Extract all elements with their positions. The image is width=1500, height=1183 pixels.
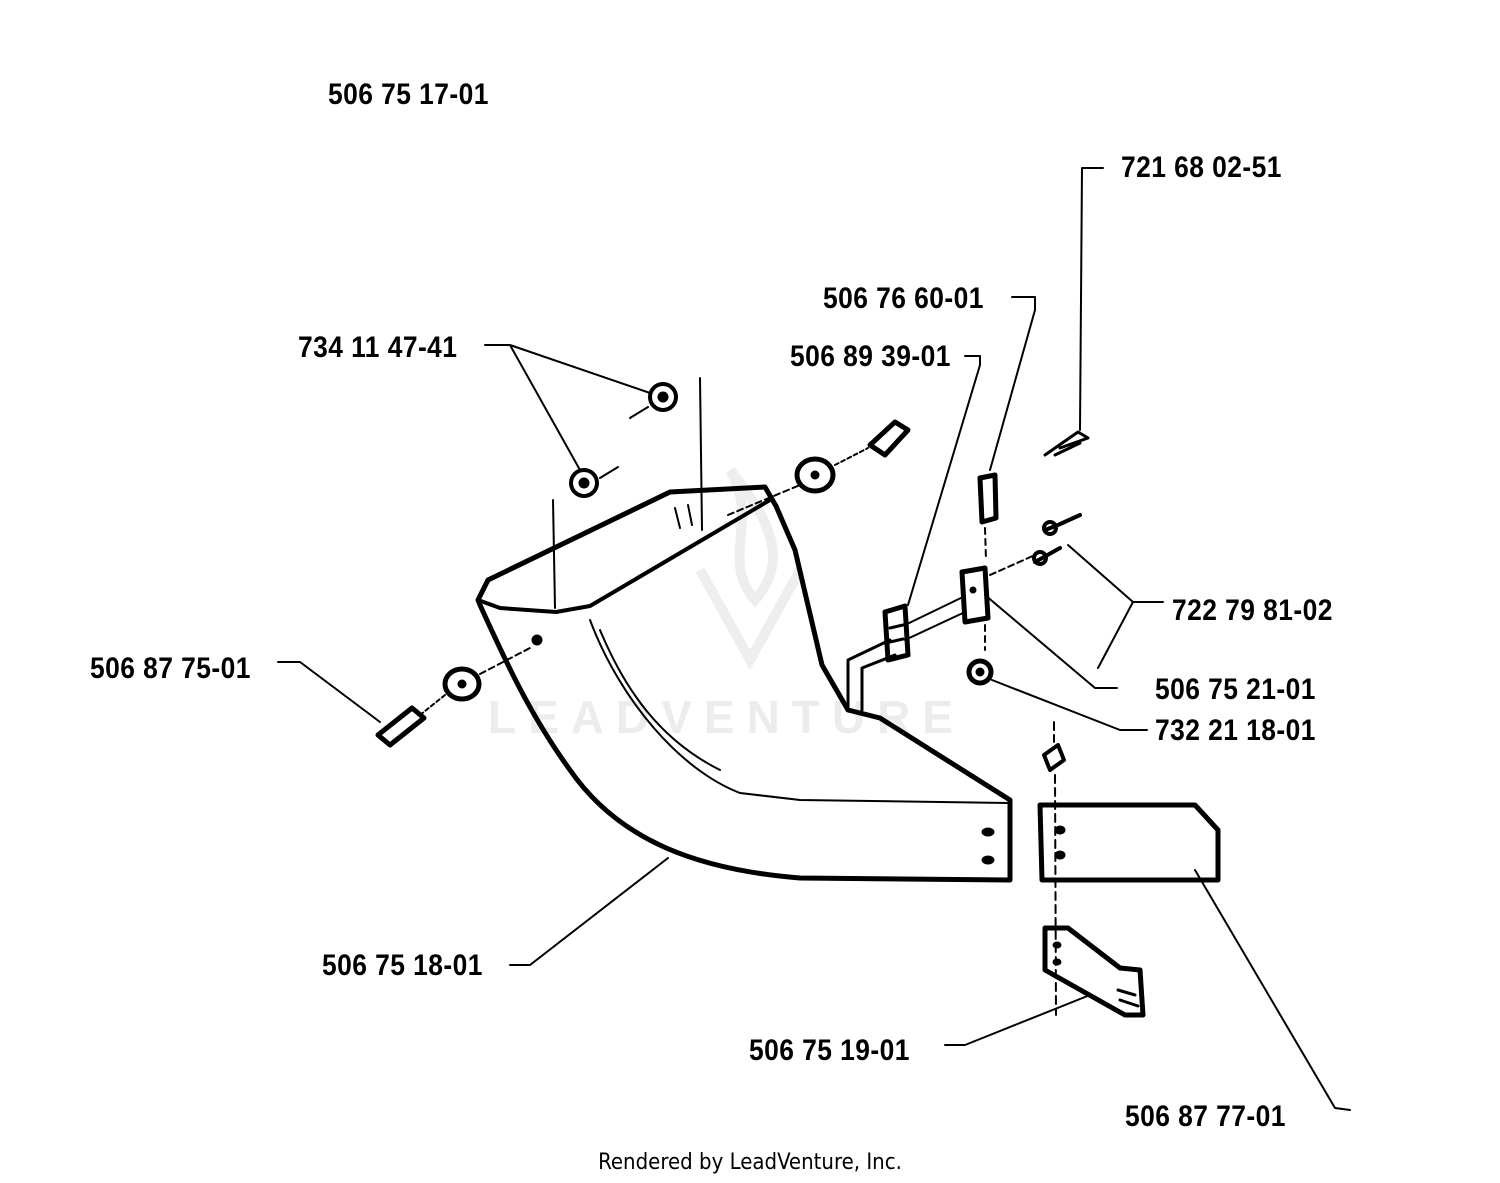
part-label-506-89-39-01: 506 89 39-01 — [790, 340, 951, 373]
part-label-506-75-18-01: 506 75 18-01 — [322, 949, 483, 982]
discharge-chute — [475, 484, 1013, 883]
deflector-plate — [1037, 802, 1221, 883]
watermark-logo — [695, 466, 805, 671]
washer-left — [442, 666, 482, 702]
screw-upper — [1042, 513, 1082, 536]
part-label-734-11-47-41: 734 11 47-41 — [298, 331, 458, 364]
bolt-upper-right — [834, 419, 911, 466]
clip-bracket — [882, 603, 911, 663]
spring-clip — [1043, 430, 1090, 457]
part-label-506-76-60-01: 506 76 60-01 — [823, 282, 984, 315]
pivot-bracket — [959, 565, 991, 625]
part-label-506-87-77-01: 506 87 77-01 — [1125, 1100, 1286, 1133]
hinge-pin — [1042, 721, 1066, 1016]
lock-nut — [966, 658, 994, 686]
part-label-506-75-19-01: 506 75 19-01 — [749, 1034, 910, 1067]
nut-lower — [569, 468, 599, 498]
washer-upper-right — [794, 456, 836, 494]
nut-upper — [648, 382, 678, 412]
part-label-506-87-75-01: 506 87 75-01 — [90, 652, 251, 685]
footer-credit: Rendered by LeadVenture, Inc. — [598, 1150, 902, 1175]
pivot-pin — [977, 472, 999, 561]
part-label-722-79-81-02: 722 79 81-02 — [1172, 594, 1333, 627]
assembly-number: 506 75 17-01 — [328, 78, 489, 111]
hinge-bracket — [1042, 925, 1146, 1018]
part-label-506-75-21-01: 506 75 21-01 — [1155, 673, 1316, 706]
part-label-721-68-02-51: 721 68 02-51 — [1121, 151, 1282, 184]
part-label-732-21-18-01: 732 21 18-01 — [1155, 714, 1316, 747]
screw-lower — [1032, 546, 1062, 566]
bolt-left — [375, 694, 446, 748]
leader-lines — [277, 167, 1351, 1111]
